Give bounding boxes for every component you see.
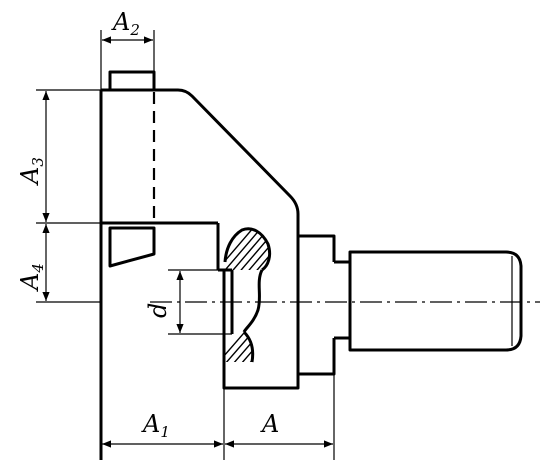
- dim-label-a2: A2: [111, 8, 140, 39]
- extension-lines: [36, 30, 335, 460]
- section-cutaway: [223, 227, 272, 363]
- dim-label-a: A: [260, 410, 279, 438]
- top-step: [108, 70, 156, 90]
- dim-label-a3: A3: [16, 157, 47, 186]
- shaft-neck: [334, 260, 350, 340]
- shaft: [298, 234, 523, 376]
- body-outline: [99, 88, 300, 460]
- shaft-collar: [298, 234, 336, 376]
- dim-label-a1: A1: [141, 410, 170, 441]
- hole-outline: [218, 268, 234, 338]
- dim-label-d: d: [144, 303, 172, 318]
- part-body: [99, 70, 300, 460]
- shaft-cylinder: [348, 250, 523, 352]
- wedge-pocket: [108, 226, 156, 268]
- dimension-lines: [42, 36, 333, 448]
- dim-label-a4: A4: [16, 263, 47, 292]
